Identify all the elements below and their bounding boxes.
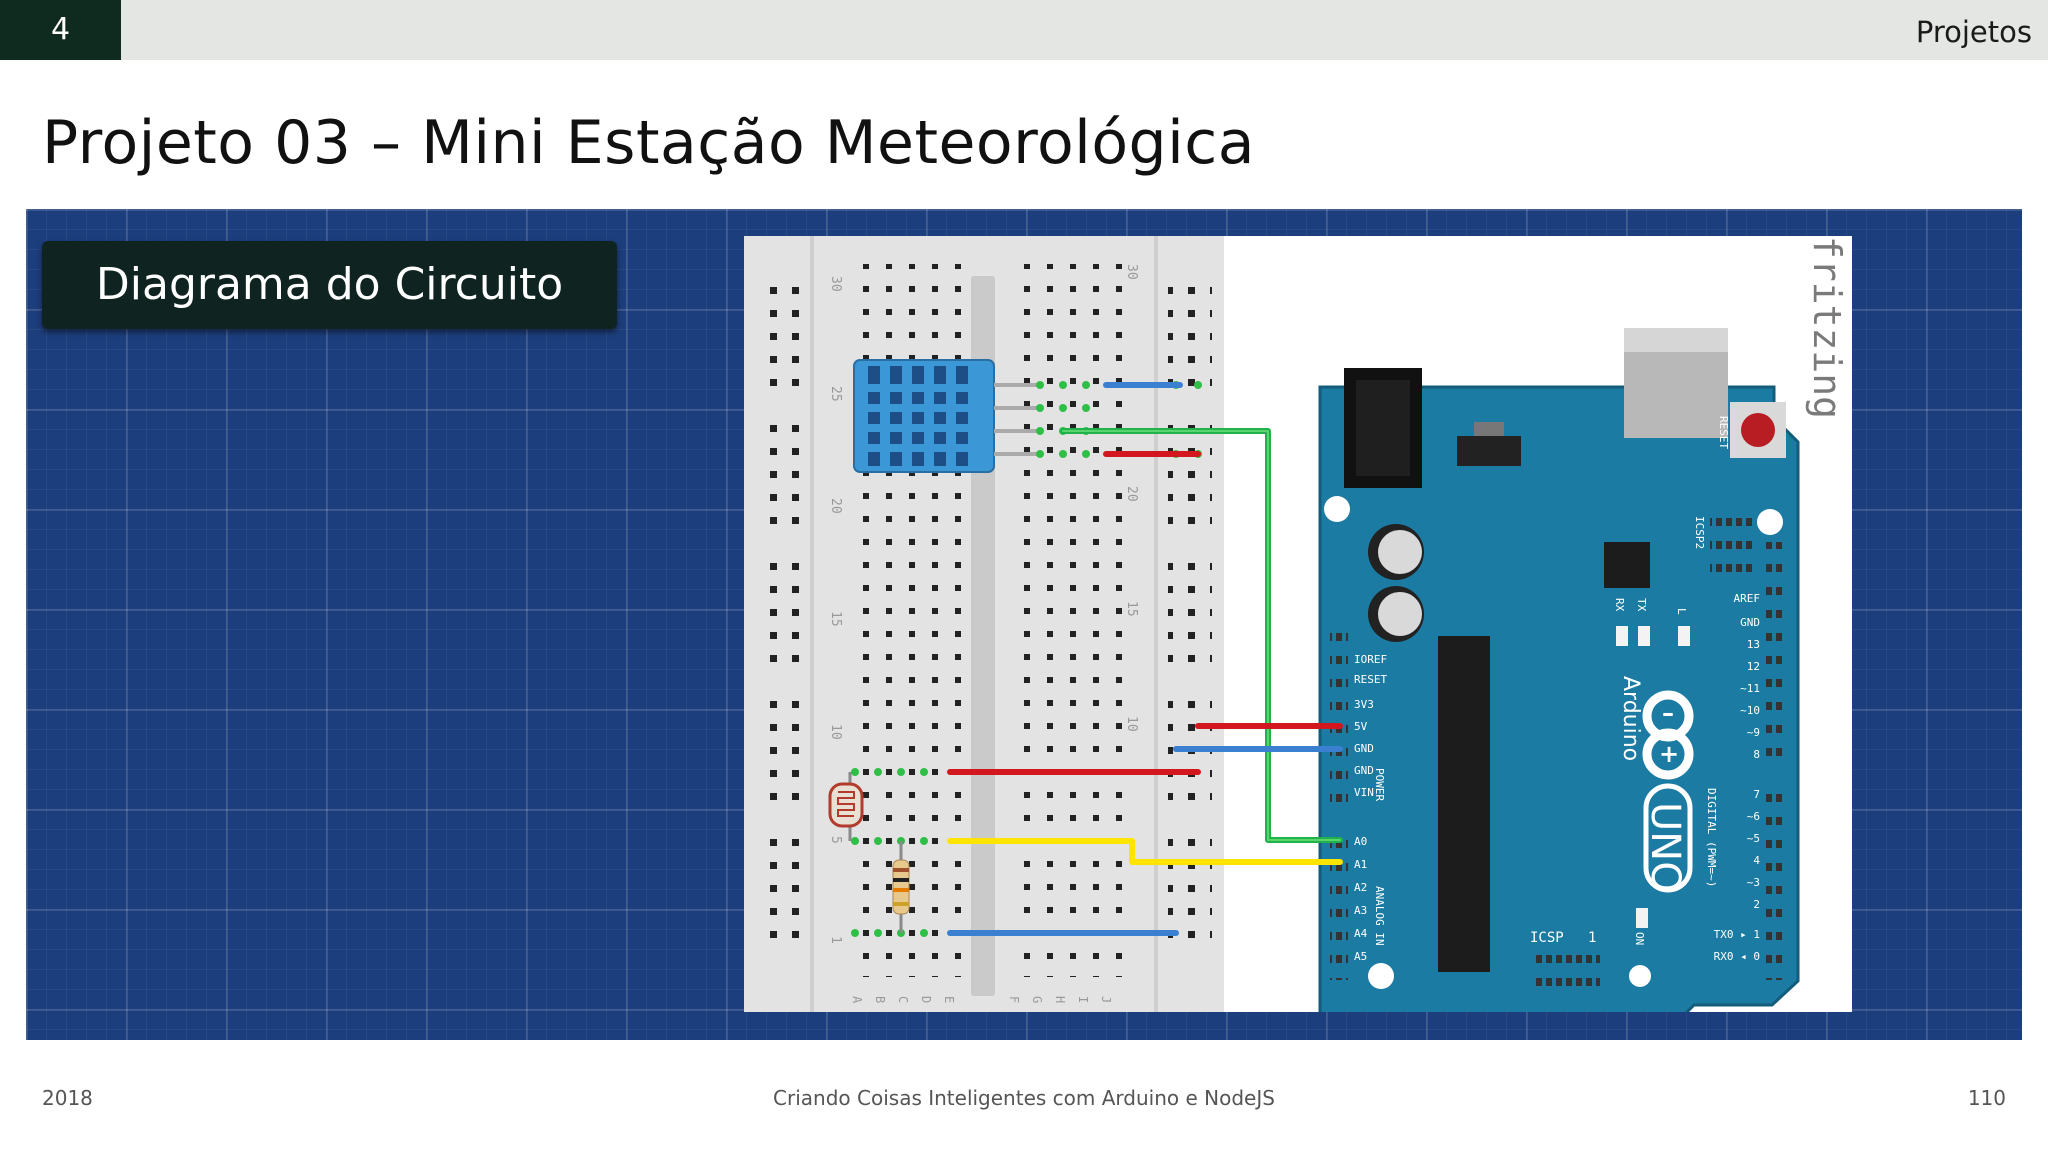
pin-label: A2 xyxy=(1354,881,1367,894)
column-letter: I xyxy=(1076,996,1090,1003)
row-number: 5 xyxy=(828,836,843,844)
analog-header-label: ANALOG IN xyxy=(1373,886,1386,946)
chapter-number: 4 xyxy=(0,0,121,60)
circuit-diagram: 30 25 20 15 10 5 1 30 20 15 10 A B C D E… xyxy=(744,236,1852,1021)
pin-label: 5V xyxy=(1354,720,1368,733)
pin-label: A4 xyxy=(1354,927,1368,940)
ldr-sensor xyxy=(828,772,864,841)
pin-label: 3V3 xyxy=(1354,698,1374,711)
pin-label: ~11 xyxy=(1740,682,1760,695)
pin-label: AREF xyxy=(1734,592,1761,605)
diagram-label: Diagrama do Circuito xyxy=(42,241,617,329)
pin-label: A1 xyxy=(1354,858,1367,871)
pin-label: GND xyxy=(1740,616,1760,629)
footer-year: 2018 xyxy=(42,1086,93,1110)
row-number: 10 xyxy=(1124,716,1139,732)
pin-label: 7 xyxy=(1753,788,1760,801)
pin-label: ~3 xyxy=(1747,876,1760,889)
arduino-model: UNO xyxy=(1642,802,1688,893)
column-letter: C xyxy=(896,996,910,1003)
pin-label: A5 xyxy=(1354,950,1367,963)
pin-label: ~10 xyxy=(1740,704,1760,717)
pin-label: RESET xyxy=(1354,673,1387,686)
top-bar xyxy=(0,0,2048,60)
reset-label: RESET xyxy=(1717,416,1730,449)
pin-label: RX0 ◂ 0 xyxy=(1714,950,1760,963)
column-letter: G xyxy=(1030,996,1044,1003)
row-number: 20 xyxy=(1124,486,1139,502)
pin-label: TX0 ▸ 1 xyxy=(1714,928,1760,941)
pin-label: 4 xyxy=(1753,854,1760,867)
row-number: 30 xyxy=(1124,264,1139,280)
wire-yellow-ldr-a1 xyxy=(947,838,1343,865)
pin-label: 2 xyxy=(1753,898,1760,911)
pin-label: GND xyxy=(1354,764,1374,777)
pin-label: 13 xyxy=(1747,638,1760,651)
row-number: 25 xyxy=(828,386,843,402)
column-letter: D xyxy=(919,996,933,1003)
arduino-uno-board: – + UNO Arduino IOREF RESET 3V3 5V GND G… xyxy=(1318,328,1800,1021)
row-number: 15 xyxy=(1124,601,1139,617)
svg-text:–: – xyxy=(1662,699,1674,727)
column-letter: A xyxy=(850,996,864,1004)
pin-label: A3 xyxy=(1354,904,1367,917)
column-letter: E xyxy=(942,996,956,1003)
wire-green-dht-a0 xyxy=(1062,430,1341,841)
pin-label: IOREF xyxy=(1354,653,1387,666)
pin-label: ~9 xyxy=(1747,726,1760,739)
wires xyxy=(947,382,1343,936)
column-letter: B xyxy=(873,996,887,1003)
fritzing-watermark: fritzing xyxy=(1805,236,1849,419)
arduino-brand: Arduino xyxy=(1618,676,1643,761)
led-label: ON xyxy=(1633,932,1646,945)
footer-course: Criando Coisas Inteligentes com Arduino … xyxy=(773,1086,1275,1110)
pin-label: ~5 xyxy=(1747,832,1760,845)
row-number: 30 xyxy=(828,276,843,292)
footer-page-number: 110 xyxy=(1967,1086,2006,1110)
column-letter: H xyxy=(1053,996,1067,1003)
pin-label: A0 xyxy=(1354,835,1367,848)
section-label: Projetos xyxy=(1915,15,2032,49)
pin-label: 12 xyxy=(1747,660,1760,673)
icsp-label: ICSP xyxy=(1530,930,1564,946)
row-number: 1 xyxy=(828,936,843,944)
icsp-pin-one: 1 xyxy=(1588,930,1596,946)
svg-text:+: + xyxy=(1659,740,1679,768)
digital-header-label: DIGITAL (PWM=~) xyxy=(1705,788,1718,887)
led-label: TX xyxy=(1635,598,1648,612)
led-label: L xyxy=(1675,608,1688,615)
dht-sensor xyxy=(853,359,1040,473)
row-number: 20 xyxy=(828,498,843,514)
led-label: RX xyxy=(1613,598,1626,612)
resistor xyxy=(892,841,910,933)
pin-label: VIN xyxy=(1354,786,1374,799)
column-letter: J xyxy=(1099,996,1113,1003)
row-number: 10 xyxy=(828,724,843,740)
icsp2-label: ICSP2 xyxy=(1693,516,1706,549)
slide-title: Projeto 03 – Mini Estação Meteorológica xyxy=(42,108,1256,178)
pin-label: GND xyxy=(1354,742,1374,755)
column-letter: F xyxy=(1007,996,1021,1003)
row-number: 15 xyxy=(828,611,843,627)
pin-label: 8 xyxy=(1753,748,1760,761)
pin-label: ~6 xyxy=(1747,810,1760,823)
power-header-label: POWER xyxy=(1373,768,1386,801)
breadboard: 30 25 20 15 10 5 1 30 20 15 10 A B C D E… xyxy=(744,236,1224,1012)
